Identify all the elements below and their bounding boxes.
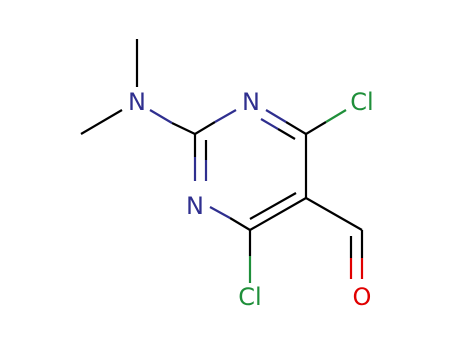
bond-c4-n3-a [229,217,251,231]
bond-n1-c6-a [265,109,287,123]
bond-methyl-left [80,109,123,135]
bond-c2-n1-a [194,121,216,135]
atom-n-ring-bottom: N [186,192,204,220]
bond-c5-c4 [249,197,307,231]
bond-n1-c6-b [285,121,307,135]
atom-cl-top: Cl [350,88,373,116]
atom-n-ring-top: N [242,88,260,116]
atom-cl-bottom: Cl [238,283,261,311]
bond-n1-c6-inner-b [277,128,296,140]
bond-c5-cho [305,197,363,231]
bond-n1-c6-inner-a [260,118,279,130]
atom-n-amine: N [128,88,146,116]
bond-n-c2-b [171,122,196,135]
bond-c6-cl-b [325,109,347,123]
bond-n-c2-a [149,109,173,124]
bond-c5-c4-inner [249,192,297,220]
bond-c6-cl-a [305,121,327,135]
bond-c2-n1-b [214,109,237,123]
bond-c4-n3-b [209,206,231,219]
atom-o-aldehyde: O [353,283,372,311]
